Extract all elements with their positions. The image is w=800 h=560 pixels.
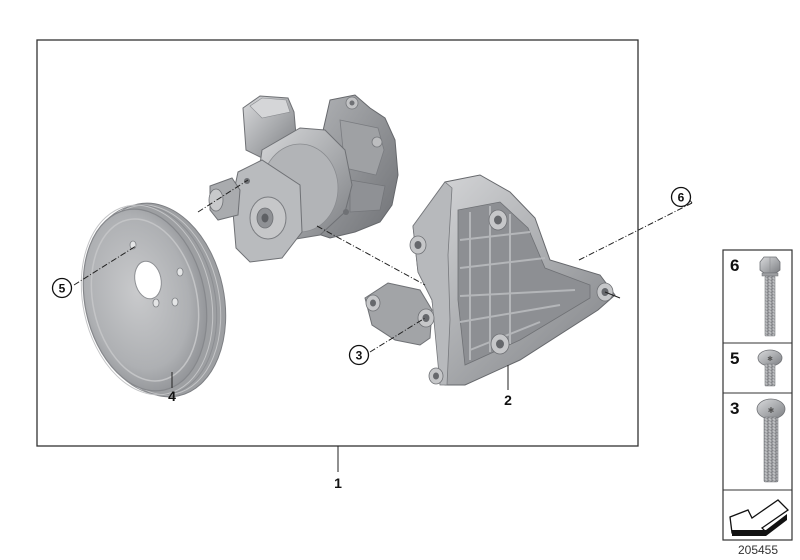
belt-pulley[interactable]: [64, 190, 242, 409]
power-steering-pump[interactable]: [208, 94, 399, 263]
legend-item-3-label: 3: [730, 399, 739, 418]
hex-bolt-icon: [759, 256, 781, 337]
part-label-4[interactable]: 4: [168, 388, 176, 404]
figure-number: 205455: [738, 543, 778, 557]
pump-bracket[interactable]: [364, 174, 616, 386]
legend-item-6[interactable]: 6: [730, 256, 781, 337]
callout-5[interactable]: 5: [51, 277, 73, 299]
legend-item-6-label: 6: [730, 256, 739, 275]
arrow-icon: [729, 499, 790, 536]
callout-6-label: 6: [678, 191, 685, 205]
part-label-2[interactable]: 2: [504, 392, 512, 408]
explosion-lines: [73, 179, 693, 353]
callout-5-label: 5: [59, 282, 66, 296]
legend-item-5[interactable]: 5 ✱: [730, 349, 783, 387]
legend-item-5-label: 5: [730, 349, 739, 368]
callout-3[interactable]: 3: [348, 344, 370, 366]
part-label-1[interactable]: 1: [334, 475, 342, 491]
leader-line-bracket-right: [604, 291, 621, 299]
legend-item-3[interactable]: 3 ✱: [730, 398, 786, 483]
callout-3-label: 3: [356, 349, 363, 363]
torx-screw-long-icon: ✱: [756, 398, 786, 483]
fastener-legend: 6 5 ✱ 3 ✱: [722, 249, 793, 541]
svg-text:✱: ✱: [768, 406, 775, 415]
callout-6[interactable]: 6: [670, 186, 692, 208]
torx-screw-short-icon: ✱: [757, 349, 783, 387]
svg-text:✱: ✱: [767, 355, 773, 363]
